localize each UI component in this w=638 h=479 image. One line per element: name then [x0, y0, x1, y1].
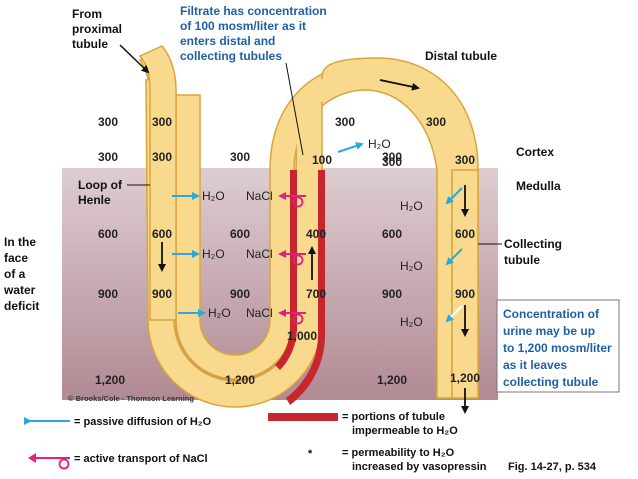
svg-text:= active transport of NaCl: = active transport of NaCl	[74, 453, 208, 465]
bend-value: 1,000	[287, 329, 317, 343]
collecting-tubule-label: Collecting tubule	[504, 237, 565, 267]
nacl-arrow-2	[278, 250, 306, 266]
legend-impermeable: = portions of tubule impermeable to H₂O	[268, 411, 458, 437]
loop-of-henle-label: Loop of Henle	[78, 178, 125, 207]
coll-end: 1,200	[450, 371, 480, 385]
svg-text:= permeability to H₂O in: = permeability to H₂O increased by vasop…	[342, 447, 487, 473]
interstitial-c3-0: 300	[382, 150, 402, 164]
water-label-distal: H₂O	[368, 137, 391, 151]
nacl-label-2: NaCl	[246, 247, 273, 261]
water-arrow-coll-3	[445, 305, 463, 323]
svg-text:= portions of tubule imp: = portions of tubule impermeable to H₂O	[342, 411, 458, 437]
figure-reference: Fig. 14-27, p. 534	[508, 461, 597, 473]
water-label-3: H₂O	[208, 306, 231, 320]
distal-b: 300	[426, 115, 446, 129]
cortex-label: Cortex	[516, 145, 554, 159]
distal-c: 300	[382, 155, 402, 169]
legend-passive: = passive diffusion of H₂O	[24, 416, 212, 428]
medulla-label: Medulla	[516, 179, 561, 193]
credit-text: © Brooks/Cole - Thomson Learning	[68, 394, 194, 403]
interstitial-c3-3: 1,200	[377, 373, 407, 387]
water-arrow-distal	[337, 142, 364, 153]
filtrate-note: Filtrate has concentration of 100 mosm/l…	[180, 4, 330, 63]
water-deficit-label: In the face of a water deficit	[3, 235, 39, 313]
water-label-coll-3: H₂O	[400, 315, 423, 329]
coll-top: 300	[455, 153, 475, 167]
water-label-2: H₂O	[202, 247, 225, 261]
from-proximal-label: From proximal tubule	[72, 7, 125, 51]
legend-active: = active transport of NaCl	[28, 453, 208, 470]
interstitial-c1-3: 900	[98, 287, 118, 301]
nacl-arrow-3	[278, 309, 306, 325]
impermeable-segment	[275, 170, 297, 370]
urine-note-box	[496, 299, 620, 393]
desc-mid: 600	[152, 227, 172, 241]
water-label-coll-1: H₂O	[400, 199, 423, 213]
nacl-label-1: NaCl	[246, 189, 273, 203]
impermeable-segment-outer	[286, 170, 326, 405]
distal-tubule-label: Distal tubule	[425, 49, 497, 63]
asc-mid: 400	[306, 227, 326, 241]
distal-a: 300	[335, 115, 355, 129]
flow-arrow-proximal	[119, 44, 150, 74]
nacl-label-3: NaCl	[246, 306, 273, 320]
svg-text:*: *	[308, 448, 313, 460]
svg-text:= passive diffusion of H₂O: = passive diffusion of H₂O	[74, 416, 212, 428]
interstitial-c3-1: 600	[382, 227, 402, 241]
water-label-1: H₂O	[202, 189, 225, 203]
interstitial-c1-0: 300	[98, 115, 118, 129]
interstitial-c2-2: 900	[230, 287, 250, 301]
asc-top: 100	[312, 153, 332, 167]
urine-note: Concentration of urine may be up to 1,20…	[503, 307, 615, 389]
coll-mid: 600	[455, 227, 475, 241]
water-label-coll-2: H₂O	[400, 259, 423, 273]
arch-cover	[297, 59, 477, 178]
interstitial-c1-1: 300	[98, 150, 118, 164]
desc-top-2: 300	[152, 150, 172, 164]
interstitial-c3-2: 900	[382, 287, 402, 301]
coll-bot: 900	[455, 287, 475, 301]
legend-vasopressin: * = permeability to H₂O increased by vas…	[308, 447, 487, 473]
filtrate-note-leader	[285, 62, 304, 156]
asc-bot: 700	[306, 287, 326, 301]
interstitial-c2-1: 600	[230, 227, 250, 241]
interstitial-c2-3: 1,200	[225, 373, 255, 387]
nacl-arrow-1	[278, 192, 306, 208]
flow-arrow-distal	[379, 79, 420, 91]
interstitial-c2-0: 300	[230, 150, 250, 164]
interstitial-c1-4: 1,200	[95, 373, 125, 387]
water-arrow-coll-1	[445, 187, 463, 205]
interstitial-c1-2: 600	[98, 227, 118, 241]
water-arrow-coll-2	[445, 248, 463, 266]
desc-top-1: 300	[152, 115, 172, 129]
desc-bot: 900	[152, 287, 172, 301]
